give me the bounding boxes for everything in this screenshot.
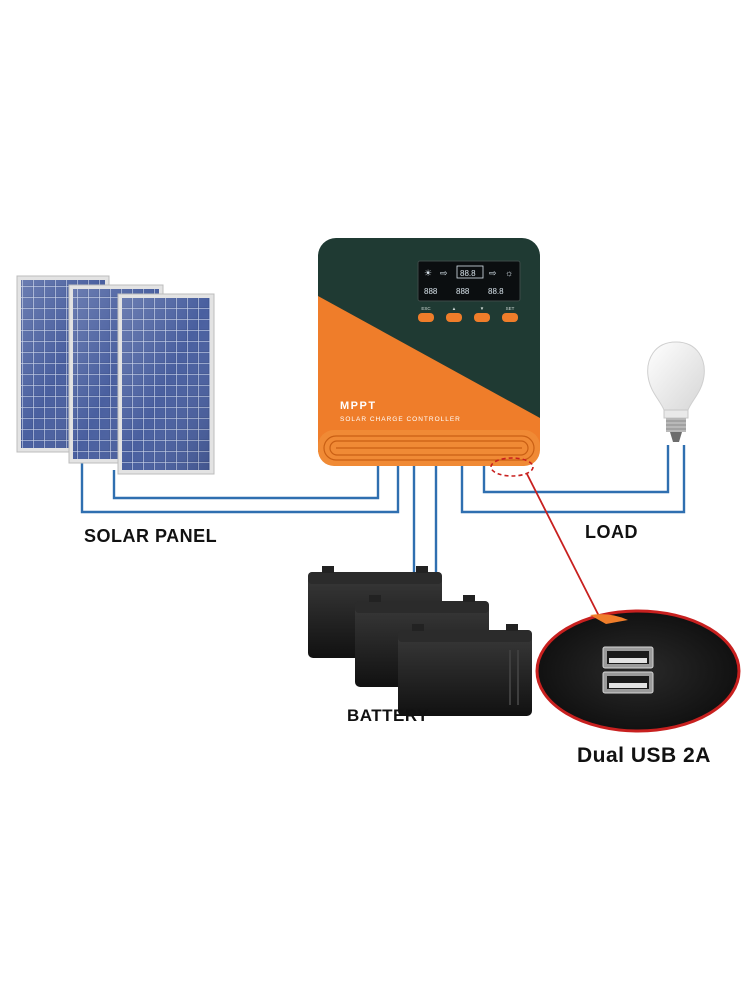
usb-port-icon — [602, 671, 654, 694]
usb-port-icon — [602, 646, 654, 669]
battery-3 — [398, 624, 532, 716]
solar-wire-1 — [80, 455, 400, 514]
svg-text:☼: ☼ — [505, 268, 513, 278]
batteries — [308, 566, 532, 716]
svg-text:SET: SET — [506, 306, 515, 311]
solar-panels — [16, 275, 215, 475]
lcd-display: ☀ ⇨ 88.8 ⇨ ☼ 888 888 88.8 — [417, 260, 521, 302]
load-label: LOAD — [585, 522, 638, 542]
svg-text:ESC: ESC — [421, 306, 431, 311]
svg-text:⇨: ⇨ — [489, 268, 497, 278]
solar-wire-2 — [112, 466, 380, 500]
svg-text:☀: ☀ — [424, 268, 432, 278]
lcd-value-1: 88.8 — [460, 269, 476, 278]
esc-button[interactable]: ESC — [418, 306, 434, 322]
battery-label: BATTERY — [347, 706, 429, 725]
usb-zoom-inset — [535, 609, 741, 733]
controller-brand: MPPT — [340, 400, 377, 412]
solar-panel-label: SOLAR PANEL — [84, 526, 218, 546]
up-button[interactable]: ▲ — [446, 306, 462, 322]
load-wire-1 — [460, 445, 686, 514]
light-bulb-icon — [647, 341, 705, 442]
load-wire-2 — [482, 445, 670, 494]
wiring — [80, 445, 686, 603]
svg-text:⇨: ⇨ — [440, 268, 448, 278]
charge-controller: ☀ ⇨ 88.8 ⇨ ☼ 888 888 88.8 ESC ▲ ▼ — [318, 238, 540, 477]
set-button[interactable]: SET — [502, 306, 518, 322]
lcd-value-4: 88.8 — [488, 287, 504, 296]
svg-text:▼: ▼ — [480, 306, 484, 311]
solar-panel-front — [117, 293, 215, 475]
usb-port-highlight — [490, 457, 534, 477]
controller-subtitle: SOLAR CHARGE CONTROLLER — [340, 416, 461, 423]
usb-label: Dual USB 2A — [577, 744, 711, 767]
svg-text:▲: ▲ — [452, 306, 456, 311]
lcd-value-2: 888 — [424, 287, 438, 296]
down-button[interactable]: ▼ — [474, 306, 490, 322]
lcd-value-3: 888 — [456, 287, 470, 296]
controller-orange-face — [318, 296, 540, 452]
controller-buttons: ESC ▲ ▼ SET — [418, 306, 518, 322]
usb-callout-line — [526, 473, 603, 623]
